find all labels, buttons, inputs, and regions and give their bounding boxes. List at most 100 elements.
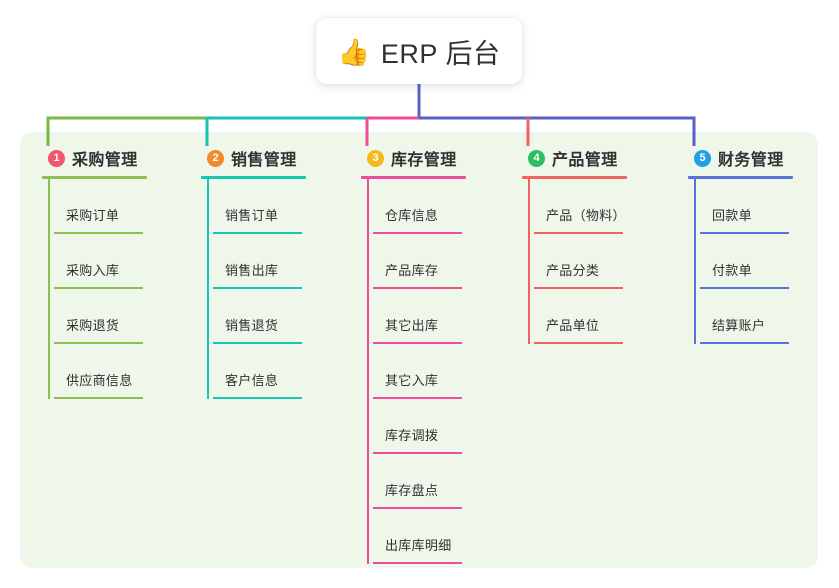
branch-child-item[interactable]: 回款单 — [694, 179, 793, 234]
branch-underline — [522, 176, 627, 179]
branch-child-underline — [373, 397, 462, 399]
branch-child-label: 客户信息 — [225, 373, 279, 388]
branch-header-2[interactable]: 2 销售管理 — [201, 146, 306, 170]
branch-child-underline — [373, 287, 462, 289]
branch-spine — [207, 179, 209, 399]
branch-child-item[interactable]: 销售订单 — [207, 179, 306, 234]
branch-header-4[interactable]: 4 产品管理 — [522, 146, 627, 170]
branch-child-underline — [54, 232, 143, 234]
branch-child-item[interactable]: 产品库存 — [367, 234, 466, 289]
branch-child-label: 库存调拨 — [385, 428, 439, 443]
branch-child-item[interactable]: 结算账户 — [694, 289, 793, 344]
branch-child-label: 仓库信息 — [385, 208, 439, 223]
branch-number-badge: 4 — [528, 149, 545, 167]
root-node-content: 👍 ERP 后台 — [338, 32, 501, 71]
branch-child-underline — [700, 342, 789, 344]
branch-child-item[interactable]: 采购入库 — [48, 234, 147, 289]
branch-child-item[interactable]: 销售出库 — [207, 234, 306, 289]
branch-child-underline — [373, 562, 462, 564]
branch-child-label: 付款单 — [712, 263, 752, 278]
branch-child-item[interactable]: 产品分类 — [528, 234, 627, 289]
branch-underline — [201, 176, 306, 179]
branch-spine — [528, 179, 530, 344]
branch-panel-background — [20, 132, 818, 568]
branch-child-item[interactable]: 付款单 — [694, 234, 793, 289]
branch-column-5: 5 财务管理回款单付款单结算账户 — [688, 146, 793, 344]
thumbs-up-icon: 👍 — [337, 37, 370, 67]
branch-child-underline — [213, 287, 302, 289]
branch-child-item[interactable]: 出库库明细 — [367, 509, 466, 564]
branch-child-label: 库存盘点 — [385, 483, 439, 498]
branch-child-label: 采购入库 — [66, 263, 120, 278]
branch-children: 仓库信息产品库存其它出库其它入库库存调拨库存盘点出库库明细 — [361, 179, 466, 564]
root-node-label: ERP 后台 — [380, 38, 501, 69]
branch-child-item[interactable]: 仓库信息 — [367, 179, 466, 234]
branch-child-item[interactable]: 库存盘点 — [367, 454, 466, 509]
branch-child-underline — [373, 452, 462, 454]
root-node[interactable]: 👍 ERP 后台 — [316, 18, 522, 84]
branch-child-underline — [373, 507, 462, 509]
branch-child-item[interactable]: 采购退货 — [48, 289, 147, 344]
branch-child-underline — [534, 342, 623, 344]
branch-child-item[interactable]: 采购订单 — [48, 179, 147, 234]
branch-child-label: 其它入库 — [385, 373, 439, 388]
branch-children: 产品（物料） 产品分类产品单位 — [522, 179, 627, 344]
branch-child-underline — [54, 397, 143, 399]
branch-child-label: 销售出库 — [225, 263, 279, 278]
branch-children: 销售订单销售出库销售退货客户信息 — [201, 179, 306, 399]
branch-child-underline — [534, 287, 623, 289]
branch-column-3: 3 库存管理仓库信息产品库存其它出库其它入库库存调拨库存盘点出库库明细 — [361, 146, 466, 564]
branch-column-4: 4 产品管理产品（物料） 产品分类产品单位 — [522, 146, 627, 344]
branch-spine — [694, 179, 696, 344]
branch-child-label: 产品单位 — [546, 318, 600, 333]
branch-underline — [688, 176, 793, 179]
branch-title: 产品管理 — [552, 152, 618, 169]
branch-child-item[interactable]: 其它出库 — [367, 289, 466, 344]
branch-child-label: 采购订单 — [66, 208, 120, 223]
branch-title: 财务管理 — [718, 152, 784, 169]
branch-header-5[interactable]: 5 财务管理 — [688, 146, 793, 170]
branch-header-3[interactable]: 3 库存管理 — [361, 146, 466, 170]
branch-child-label: 结算账户 — [712, 318, 766, 333]
branch-spine — [48, 179, 50, 399]
branch-child-label: 其它出库 — [385, 318, 439, 333]
branch-child-label: 产品库存 — [385, 263, 439, 278]
branch-child-label: 销售订单 — [225, 208, 279, 223]
branch-title: 采购管理 — [72, 152, 138, 169]
branch-child-label: 出库库明细 — [385, 538, 452, 553]
branch-children: 采购订单采购入库采购退货供应商信息 — [42, 179, 147, 399]
branch-child-item[interactable]: 客户信息 — [207, 344, 306, 399]
branch-title: 库存管理 — [391, 152, 457, 169]
branch-child-label: 供应商信息 — [66, 373, 133, 388]
branch-children: 回款单付款单结算账户 — [688, 179, 793, 344]
branch-header-1[interactable]: 1 采购管理 — [42, 146, 147, 170]
branch-child-underline — [213, 397, 302, 399]
branch-child-item[interactable]: 销售退货 — [207, 289, 306, 344]
branch-child-underline — [373, 232, 462, 234]
branch-number-badge: 1 — [48, 149, 65, 167]
branch-child-item[interactable]: 产品单位 — [528, 289, 627, 344]
branch-child-item[interactable]: 供应商信息 — [48, 344, 147, 399]
branch-number-badge: 3 — [367, 149, 384, 167]
branch-child-underline — [700, 232, 789, 234]
branch-child-underline — [54, 287, 143, 289]
branch-child-item[interactable]: 其它入库 — [367, 344, 466, 399]
branch-child-item[interactable]: 库存调拨 — [367, 399, 466, 454]
branch-child-label: 销售退货 — [225, 318, 279, 333]
branch-child-underline — [534, 232, 623, 234]
branch-underline — [42, 176, 147, 179]
branch-child-label: 回款单 — [712, 208, 752, 223]
branch-child-underline — [373, 342, 462, 344]
branch-number-badge: 2 — [207, 149, 224, 167]
branch-spine — [367, 179, 369, 564]
branch-title: 销售管理 — [231, 152, 297, 169]
branch-child-item[interactable]: 产品（物料） — [528, 179, 627, 234]
branch-child-label: 产品（物料） — [546, 208, 626, 223]
branch-child-label: 产品分类 — [546, 263, 600, 278]
branch-column-2: 2 销售管理销售订单销售出库销售退货客户信息 — [201, 146, 306, 399]
branch-child-underline — [700, 287, 789, 289]
branch-child-label: 采购退货 — [66, 318, 120, 333]
branch-child-underline — [213, 232, 302, 234]
branch-number-badge: 5 — [694, 149, 711, 167]
